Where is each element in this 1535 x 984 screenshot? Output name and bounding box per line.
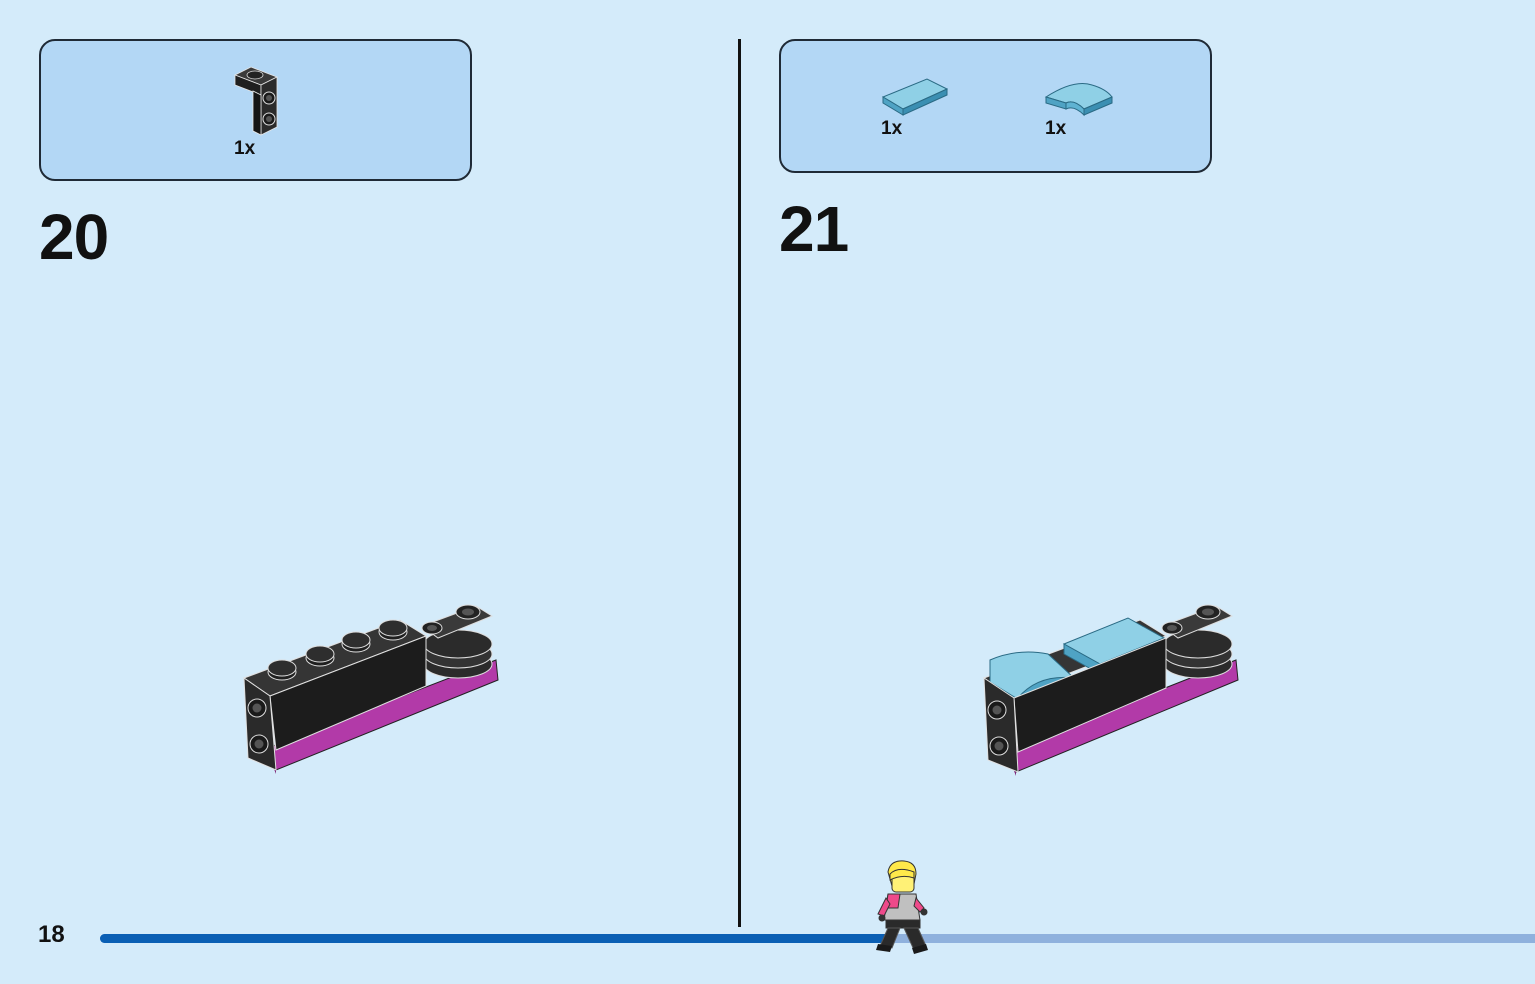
page-number: 18 (38, 921, 65, 948)
progress-bar (100, 934, 1535, 943)
parts-callout-step-21: 1x 1x (779, 39, 1212, 173)
step-number: 20 (39, 201, 109, 273)
part-quantity: 1x (1045, 118, 1067, 139)
step-number: 21 (779, 193, 849, 265)
black-bracket-brick-icon (234, 66, 278, 136)
parts-callout-step-20: 1x (39, 39, 472, 181)
step-divider (738, 39, 741, 927)
light-blue-curved-slope-icon (1044, 83, 1113, 117)
minifigure-icon (876, 860, 928, 954)
part-quantity: 1x (881, 118, 903, 139)
progress-bar-fill (100, 934, 890, 943)
step-21-model-illustration (982, 604, 1239, 776)
part-quantity: 1x (234, 138, 256, 159)
step-20-model-illustration (242, 604, 499, 774)
light-blue-tile-icon (881, 78, 949, 116)
